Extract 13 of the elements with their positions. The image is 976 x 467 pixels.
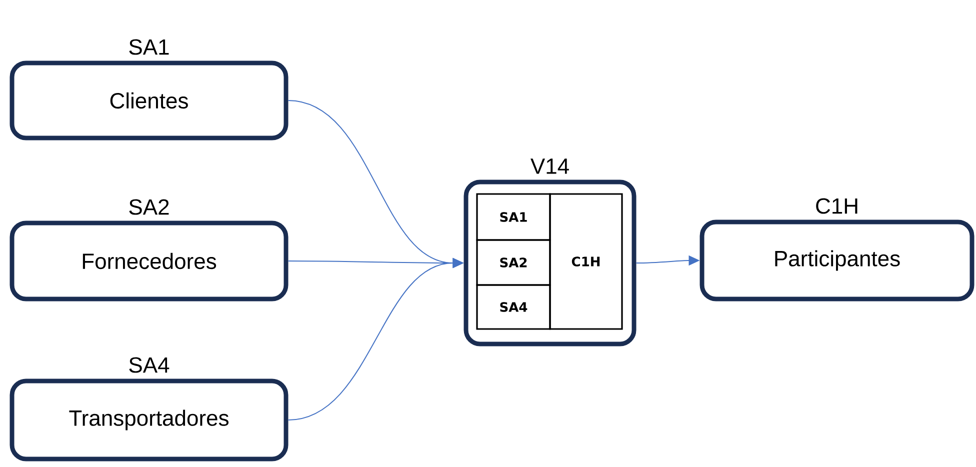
rounded-box: Fornecedores xyxy=(10,220,288,302)
node-heading: SA1 xyxy=(129,39,169,55)
node-heading: V14 xyxy=(530,158,569,174)
node-heading: SA4 xyxy=(129,357,170,373)
node-heading: SA2 xyxy=(129,199,169,215)
node-heading: C1H xyxy=(816,198,858,214)
rounded-box: Clientes xyxy=(10,60,288,140)
table-cell: SA2 xyxy=(476,239,551,286)
table-cell: C1H xyxy=(549,193,623,330)
table-cell: SA4 xyxy=(476,284,551,330)
rounded-box: Participantes xyxy=(700,220,974,302)
table-cell: SA1 xyxy=(476,193,551,241)
rounded-box: Transportadores xyxy=(10,378,288,462)
